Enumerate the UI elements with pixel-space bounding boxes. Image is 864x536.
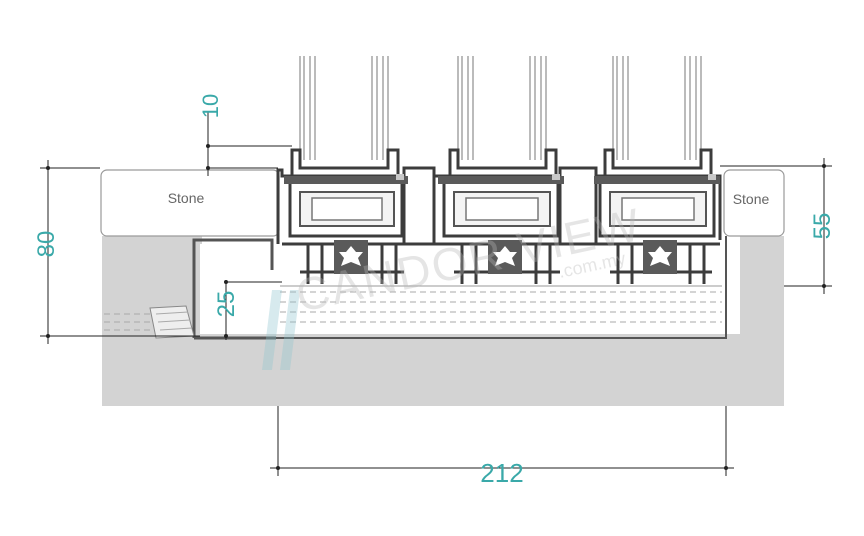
dimension-212: 212 bbox=[480, 458, 523, 488]
dimension-25: 25 bbox=[213, 291, 240, 318]
stone-left-label: Stone bbox=[168, 190, 205, 206]
drainage-channel bbox=[104, 236, 727, 340]
dimension-labels: 10 80 25 55 212 bbox=[33, 94, 836, 488]
roller-wheels bbox=[334, 240, 677, 274]
sash-unit-2 bbox=[438, 148, 564, 238]
dimension-55: 55 bbox=[809, 213, 836, 240]
stone-right: Stone bbox=[723, 169, 785, 237]
dimension-80: 80 bbox=[33, 231, 60, 258]
sash-unit-1 bbox=[284, 148, 408, 238]
dimension-10: 10 bbox=[198, 94, 223, 118]
sash-unit-3 bbox=[594, 148, 720, 238]
stone-break-left bbox=[149, 305, 195, 339]
stone-left: Stone bbox=[100, 169, 280, 237]
seals bbox=[396, 174, 716, 180]
stone-right-label: Stone bbox=[733, 191, 770, 207]
dimension-ticks bbox=[46, 144, 826, 470]
glass-panes bbox=[299, 56, 702, 160]
